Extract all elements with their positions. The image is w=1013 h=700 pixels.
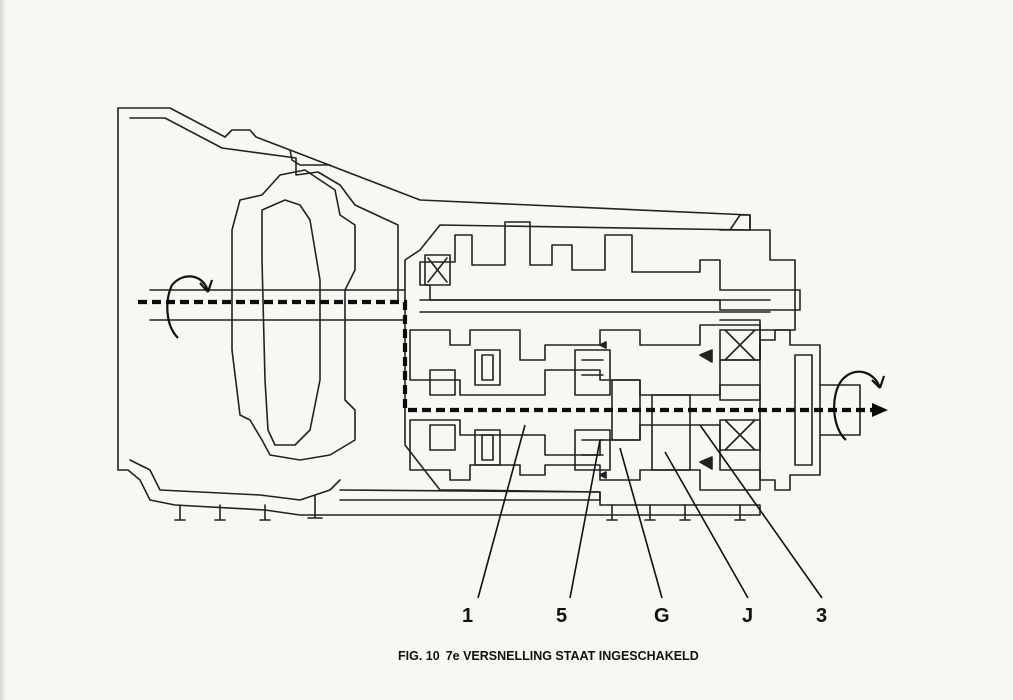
- bell-housing-lower: [129, 459, 341, 501]
- figure-title: 7e VERSNELLING STAAT INGESCHAKELD: [445, 649, 699, 663]
- power-flow-path: [138, 299, 872, 413]
- output-shaft-end: [819, 384, 861, 436]
- bearing-top-left: [424, 254, 451, 286]
- gear-cluster-upper: [409, 324, 761, 396]
- input-shaft: [149, 289, 406, 321]
- power-flow-arrowhead: [872, 403, 888, 417]
- callout-label-j: J: [742, 605, 754, 627]
- synchro-lower: [474, 429, 501, 466]
- callout-label-3: 3: [816, 605, 828, 627]
- output-rotation-arrowhead: [871, 375, 886, 389]
- input-rotation-arrow: [166, 275, 210, 339]
- leader-5: [569, 439, 601, 599]
- synchro-upper: [474, 349, 501, 386]
- bearing-top-1: [719, 329, 761, 361]
- right-top-bracket: [729, 214, 751, 231]
- gearcase-top: [419, 221, 801, 311]
- page-edge-shadow: [0, 0, 6, 700]
- leader-3: [699, 424, 823, 599]
- right-bearing-housing: [719, 229, 796, 331]
- bottom-bolts: [174, 494, 746, 521]
- bearing-bot-1: [719, 419, 761, 451]
- direction-marker-small-1: [599, 341, 607, 349]
- converter-inner: [261, 199, 321, 446]
- figure-number: FIG. 10: [398, 649, 440, 663]
- rotation-arrows: [166, 275, 886, 441]
- bearing-left-mid: [429, 369, 456, 396]
- gear-g: [611, 379, 641, 441]
- leader-1: [477, 424, 526, 599]
- oil-pan: [339, 489, 601, 501]
- bearing-left-bot: [429, 424, 456, 451]
- gear-j: [651, 394, 691, 471]
- bell-housing-outline: [117, 107, 761, 516]
- direction-marker-top: [699, 349, 713, 363]
- callout-label-1: 1: [462, 605, 474, 627]
- leader-j: [664, 451, 749, 599]
- synchro-5-lower: [574, 429, 611, 471]
- output-flange: [759, 329, 821, 491]
- callout-label-5: 5: [556, 605, 568, 627]
- converter-profile: [231, 169, 356, 461]
- housing-top-rib: [289, 149, 331, 166]
- synchro-5-upper: [574, 349, 611, 396]
- countershaft-bar: [419, 299, 771, 313]
- input-rotation-arrowhead: [199, 279, 214, 293]
- flange-inner: [794, 354, 813, 466]
- callout-label-g: G: [654, 605, 671, 627]
- callout-leaders: [477, 424, 823, 599]
- direction-marker-bot: [699, 456, 713, 470]
- bearing-mid-1: [719, 384, 761, 401]
- leader-g: [619, 447, 663, 599]
- figure-caption: FIG. 10 7e VERSNELLING STAAT INGESCHAKELD: [398, 649, 699, 663]
- bell-housing-inner: [129, 117, 399, 301]
- direction-marker-small-2: [599, 471, 607, 479]
